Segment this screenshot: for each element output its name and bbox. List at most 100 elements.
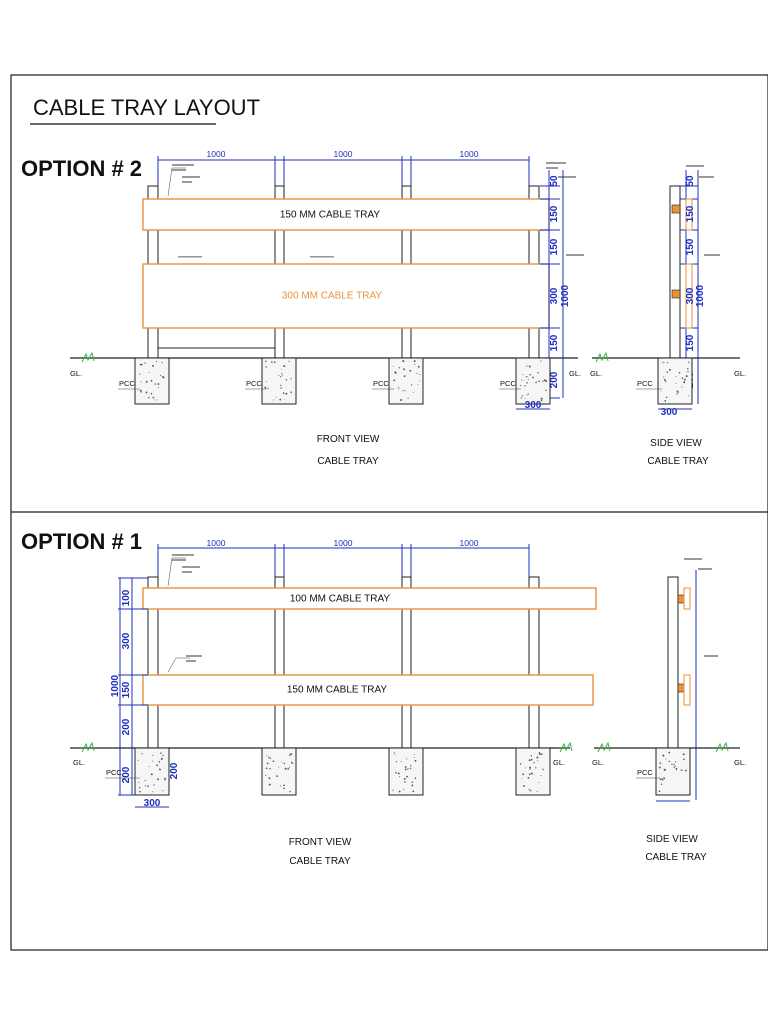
ground-label: GL. xyxy=(553,758,565,767)
dim-label: 200 xyxy=(169,762,180,779)
concrete-speck xyxy=(542,380,544,382)
concrete-speck xyxy=(521,395,524,397)
concrete-speck xyxy=(661,779,664,781)
dim-label: 150 xyxy=(121,681,132,698)
concrete-speck xyxy=(660,391,662,393)
side-post xyxy=(667,576,679,749)
note-text xyxy=(172,169,186,171)
concrete-speck xyxy=(545,389,547,392)
concrete-speck xyxy=(418,380,420,382)
concrete-speck xyxy=(272,760,275,763)
tray-bracket xyxy=(671,289,681,299)
option1-left-vertical-dims: 100 300 150 200 1000 200 200 xyxy=(110,577,180,796)
concrete-speck xyxy=(281,373,283,375)
concrete-speck xyxy=(411,784,414,787)
concrete-speck xyxy=(410,764,412,767)
concrete-speck xyxy=(144,779,146,782)
span-label: 1000 xyxy=(334,149,353,159)
concrete-speck xyxy=(290,753,293,756)
concrete-speck xyxy=(162,754,164,757)
concrete-speck xyxy=(668,760,671,763)
concrete-speck xyxy=(688,395,690,397)
concrete-speck xyxy=(407,397,409,399)
span-label: 1000 xyxy=(460,149,479,159)
concrete-speck xyxy=(139,790,141,793)
concrete-speck xyxy=(527,379,529,380)
span-label: 1000 xyxy=(334,538,353,548)
note-text xyxy=(310,256,334,258)
concrete-speck xyxy=(683,378,686,381)
concrete-speck xyxy=(527,393,529,395)
note-text xyxy=(182,176,200,178)
concrete-speck xyxy=(154,383,157,385)
concrete-speck xyxy=(159,768,161,771)
concrete-speck xyxy=(398,790,401,793)
note-text xyxy=(546,162,566,164)
pcc-label: PCC xyxy=(119,379,135,388)
concrete-speck xyxy=(522,374,524,376)
concrete-speck xyxy=(536,756,539,759)
concrete-speck xyxy=(152,364,154,367)
concrete-speck xyxy=(526,365,528,367)
concrete-speck xyxy=(140,381,142,383)
concrete-speck xyxy=(663,777,666,780)
concrete-speck xyxy=(394,371,397,374)
side-view-caption: SIDE VIEW xyxy=(646,834,698,845)
concrete-speck xyxy=(413,757,415,758)
concrete-speck xyxy=(144,362,146,364)
concrete-speck xyxy=(289,790,291,793)
concrete-speck xyxy=(150,773,153,776)
concrete-speck xyxy=(687,370,689,373)
front-view-caption: CABLE TRAY xyxy=(317,456,379,467)
grass-symbol xyxy=(81,741,95,753)
option1-notes xyxy=(167,554,202,673)
dim-label: 100 xyxy=(121,589,132,606)
note-text xyxy=(182,571,192,573)
concrete-speck xyxy=(269,767,271,770)
concrete-speck xyxy=(163,767,165,769)
concrete-speck xyxy=(141,363,143,366)
footing xyxy=(655,747,691,796)
concrete-speck xyxy=(527,776,530,779)
dim-label: 200 xyxy=(121,766,132,783)
concrete-speck xyxy=(406,775,408,778)
note-leader xyxy=(167,657,190,673)
grass-symbol xyxy=(597,741,611,753)
note-leader xyxy=(167,557,186,587)
option2-notes xyxy=(167,162,584,258)
concrete-speck xyxy=(275,396,277,398)
concrete-speck xyxy=(404,768,407,771)
concrete-speck xyxy=(279,398,282,401)
concrete-speck xyxy=(665,396,668,399)
dim-label: 150 xyxy=(685,238,696,255)
concrete-speck xyxy=(150,379,153,382)
grass-symbol xyxy=(81,351,95,363)
concrete-speck xyxy=(145,380,148,383)
footing xyxy=(261,747,297,796)
concrete-speck xyxy=(530,758,533,761)
concrete-speck xyxy=(161,375,164,378)
concrete-speck xyxy=(292,762,294,765)
note-text xyxy=(172,559,186,561)
concrete-speck xyxy=(138,787,141,789)
concrete-speck xyxy=(279,785,281,787)
note-text xyxy=(558,176,576,178)
dim-label: 300 xyxy=(549,287,560,304)
concrete-speck xyxy=(416,372,418,374)
dim-label: 300 xyxy=(121,632,132,649)
concrete-speck xyxy=(676,390,679,393)
concrete-speck xyxy=(392,366,394,368)
tray-150mm xyxy=(142,198,550,231)
option1-footings xyxy=(134,747,551,796)
concrete-speck xyxy=(404,390,406,392)
concrete-speck xyxy=(156,399,158,401)
concrete-speck xyxy=(678,372,681,374)
dim-label: 150 xyxy=(685,334,696,351)
note-text xyxy=(182,566,200,568)
concrete-speck xyxy=(284,398,285,400)
concrete-speck xyxy=(522,773,525,776)
concrete-speck xyxy=(675,376,677,378)
concrete-speck xyxy=(278,374,280,376)
concrete-speck xyxy=(150,392,153,395)
note-text xyxy=(186,660,196,662)
